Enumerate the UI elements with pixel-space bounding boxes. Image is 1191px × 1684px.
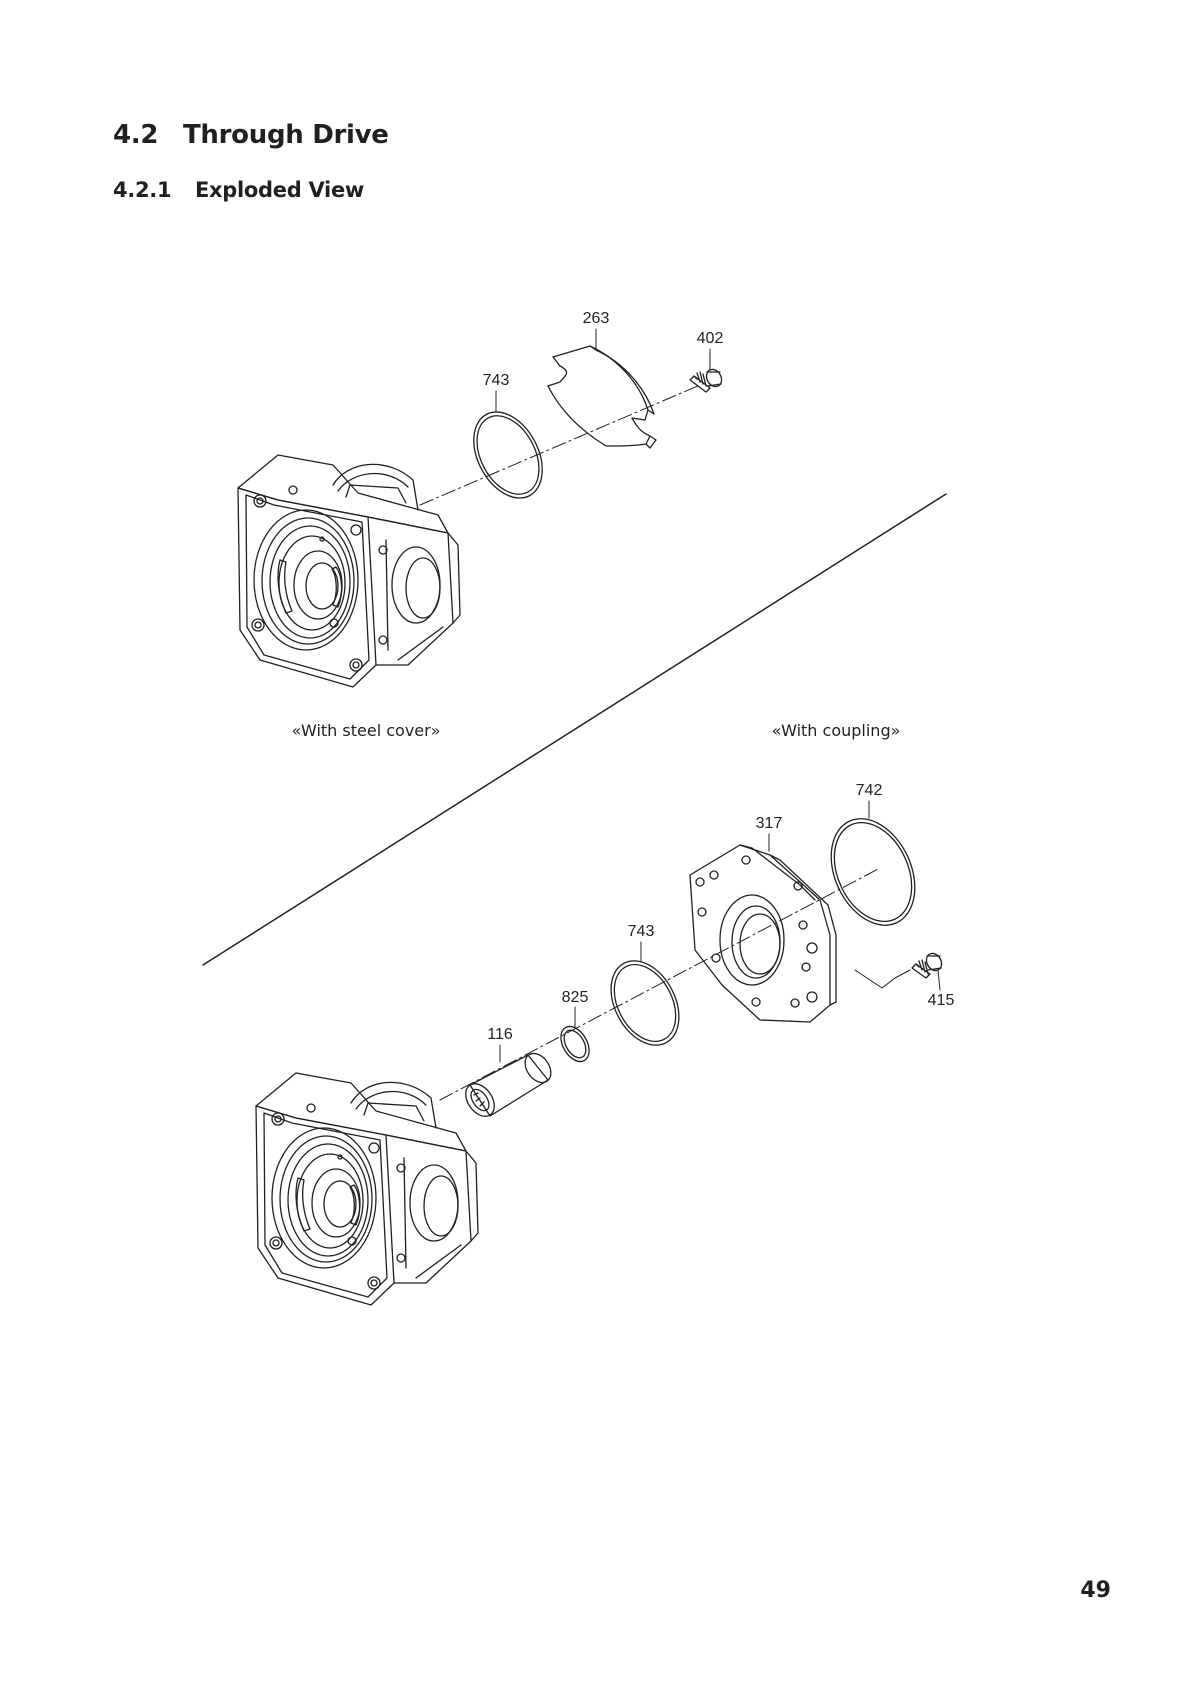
callout-317: 317 — [756, 815, 783, 832]
callout-402: 402 — [697, 330, 724, 347]
axis-line-steel-cover — [419, 384, 701, 506]
flange-cover-317 — [689, 844, 837, 1023]
screw-402 — [689, 368, 723, 393]
callout-742: 742 — [856, 782, 883, 799]
callout-116: 116 — [487, 1026, 513, 1043]
caption-with-steel-cover: «With steel cover» — [291, 721, 440, 740]
o-ring-743 — [473, 411, 543, 499]
axis-line-coupling — [439, 867, 881, 1101]
callout-743-coupling: 743 — [628, 923, 655, 940]
caption-with-coupling: «With coupling» — [772, 721, 901, 740]
section-number: 4.2 — [113, 120, 159, 150]
callout-825: 825 — [562, 989, 589, 1006]
callout-415: 415 — [928, 992, 955, 1009]
section-title: Through Drive — [183, 120, 389, 150]
subsection-title: Exploded View — [195, 178, 364, 202]
screw-415 — [854, 952, 943, 989]
callout-263: 263 — [583, 310, 610, 327]
callout-leaders — [495, 328, 941, 1063]
subsection-heading: 4.2.1 Exploded View — [113, 178, 364, 202]
o-ring-743-coupling — [610, 960, 680, 1046]
callout-743-steel-cover: 743 — [483, 372, 510, 389]
cover-plate-263 — [547, 345, 657, 449]
variant-divider-line — [202, 493, 947, 966]
section-heading: 4.2 Through Drive — [113, 120, 389, 150]
housing-steel-cover — [237, 454, 461, 688]
subsection-number: 4.2.1 — [113, 178, 172, 202]
o-ring-742 — [830, 818, 916, 926]
page-number: 49 — [1080, 1578, 1111, 1603]
coupling-sleeve-116 — [465, 1052, 552, 1117]
retaining-ring-825 — [560, 1025, 590, 1063]
housing-coupling — [255, 1072, 479, 1306]
